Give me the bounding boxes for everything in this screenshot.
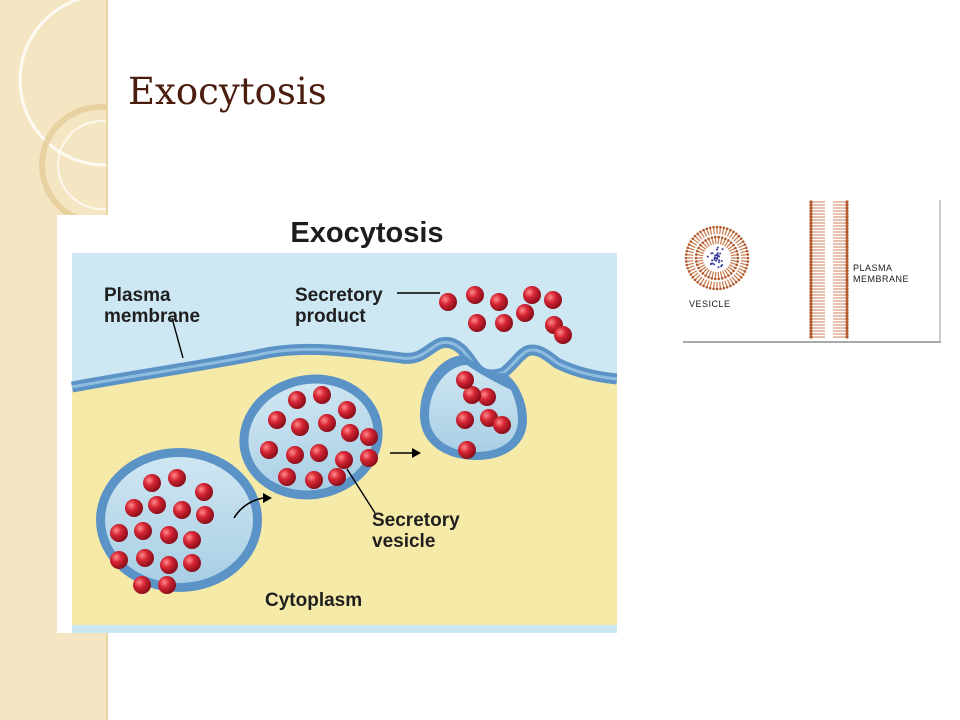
product-particle [173,501,191,519]
product-particle [516,304,534,322]
product-particle [554,326,572,344]
product-particle [260,441,278,459]
inset-label-plasma-membrane: PLASMA MEMBRANE [853,263,909,285]
inset-label-vesicle: VESICLE [689,299,731,310]
product-particle [134,522,152,540]
product-particle [468,314,486,332]
product-particle [183,554,201,572]
product-particle [466,286,484,304]
exocytosis-diagram [57,215,617,633]
product-particle [278,468,296,486]
product-particle [160,526,178,544]
product-particle [158,576,176,594]
product-particle [168,469,186,487]
product-particle [160,556,178,574]
label-secretory-product: Secretory product [295,285,383,327]
product-particle [291,418,309,436]
product-particle [110,551,128,569]
membrane-inset: VESICLE PLASMA MEMBRANE [683,200,941,343]
product-particle [360,428,378,446]
product-particle [318,414,336,432]
product-particle [305,471,323,489]
product-particle [439,293,457,311]
product-particle [183,531,201,549]
product-particle [341,424,359,442]
product-particle [313,386,331,404]
product-particle [288,391,306,409]
product-particle [125,499,143,517]
product-particle [360,449,378,467]
product-particle [286,446,304,464]
product-particle [523,286,541,304]
product-particle [495,314,513,332]
label-cytoplasm: Cytoplasm [265,590,362,611]
slide-title: Exocytosis [128,70,327,113]
plasma-membrane-bilayer [809,200,848,338]
product-particle [493,416,511,434]
product-particle [328,468,346,486]
product-particle [143,474,161,492]
exocytosis-figure: Exocytosis Plasma membrane Secretory pro… [57,215,617,633]
product-particle [456,371,474,389]
product-particle [458,441,476,459]
product-particle [338,401,356,419]
product-particle [335,451,353,469]
label-secretory-vesicle: Secretory vesicle [372,510,460,552]
product-particle [490,293,508,311]
product-particle [110,524,128,542]
product-particle [133,576,151,594]
product-particle [148,496,166,514]
product-particle [310,444,328,462]
product-particle [136,549,154,567]
label-plasma-membrane: Plasma membrane [104,285,200,327]
product-particle [456,411,474,429]
vesicle-core-dots [707,247,724,269]
product-particle [196,506,214,524]
diagram-title: Exocytosis [57,217,677,250]
product-particle [195,483,213,501]
product-particle [268,411,286,429]
product-particle [544,291,562,309]
